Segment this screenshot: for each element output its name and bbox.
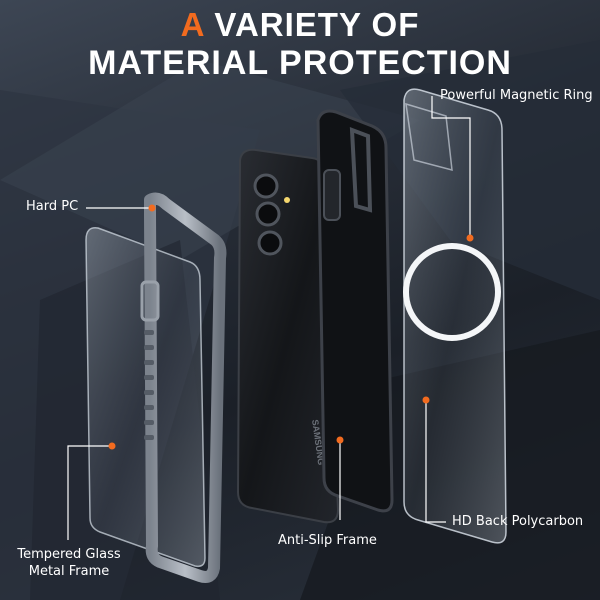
headline-accent: A [180,6,205,43]
magnetic-ring-leader [431,96,471,238]
back-camera-cutout [405,102,453,172]
headline-line-2: MATERIAL PROTECTION [88,44,512,82]
bg-facet [0,60,420,260]
callout-hard-pc: Hard PC [26,199,79,214]
hard-pc-frame [144,192,227,583]
headline-line-1-text: VARIETY OF [204,6,420,43]
frame-grip-ridges [144,330,154,440]
callout-magnetic-ring: Powerful Magnetic Ring [440,88,593,103]
magnetic-ring-dot [466,234,474,242]
callout-tempered-glass-line-2: Metal Frame [28,564,110,579]
hd-back-cover [403,88,507,544]
hard-pc-dot [148,204,156,212]
bumper-button-cover [323,169,341,221]
callout-hd-back: HD Back Polycarbon [452,514,584,529]
hd-back-dot [422,396,430,404]
frame-button-cutout [140,280,160,322]
magnetic-ring [403,243,501,341]
headline-line-1: A VARIETY OF [0,6,600,44]
bumper-camera-cutout [349,127,373,213]
camera-module [253,173,290,256]
hd-back-leader [425,400,446,523]
tempered-glass-leader [67,445,112,540]
callout-tempered-glass-line-1: Tempered Glass [17,547,121,562]
callout-tempered-glass: Tempered Glass Metal Frame [14,546,124,580]
callout-anti-slip: Anti-Slip Frame [278,533,377,548]
tempered-glass-dot [108,442,116,450]
anti-slip-dot [336,436,344,444]
